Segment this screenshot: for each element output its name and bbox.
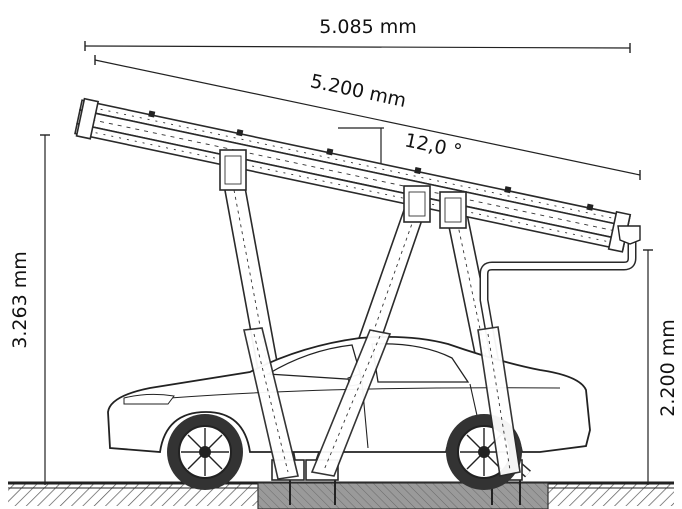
foundation [257, 470, 549, 509]
clearance-height-dimension: 2.200 mm [643, 249, 679, 485]
horizontal-span-dimension: 5.085 mm [84, 16, 631, 53]
gutter [617, 225, 641, 245]
front-wheel [167, 414, 243, 490]
horizontal-span-label: 5.085 mm [319, 16, 416, 38]
solar-roof [74, 97, 632, 253]
total-height-dimension: 3.263 mm [9, 134, 50, 485]
support-posts-front [243, 326, 521, 480]
clearance-height-label: 2.200 mm [657, 319, 679, 416]
post-brackets [219, 149, 467, 229]
tilt-angle-label: 12,0 ° [403, 129, 464, 163]
total-height-label: 3.263 mm [9, 251, 31, 348]
panel-length-label: 5.200 mm [308, 70, 408, 112]
